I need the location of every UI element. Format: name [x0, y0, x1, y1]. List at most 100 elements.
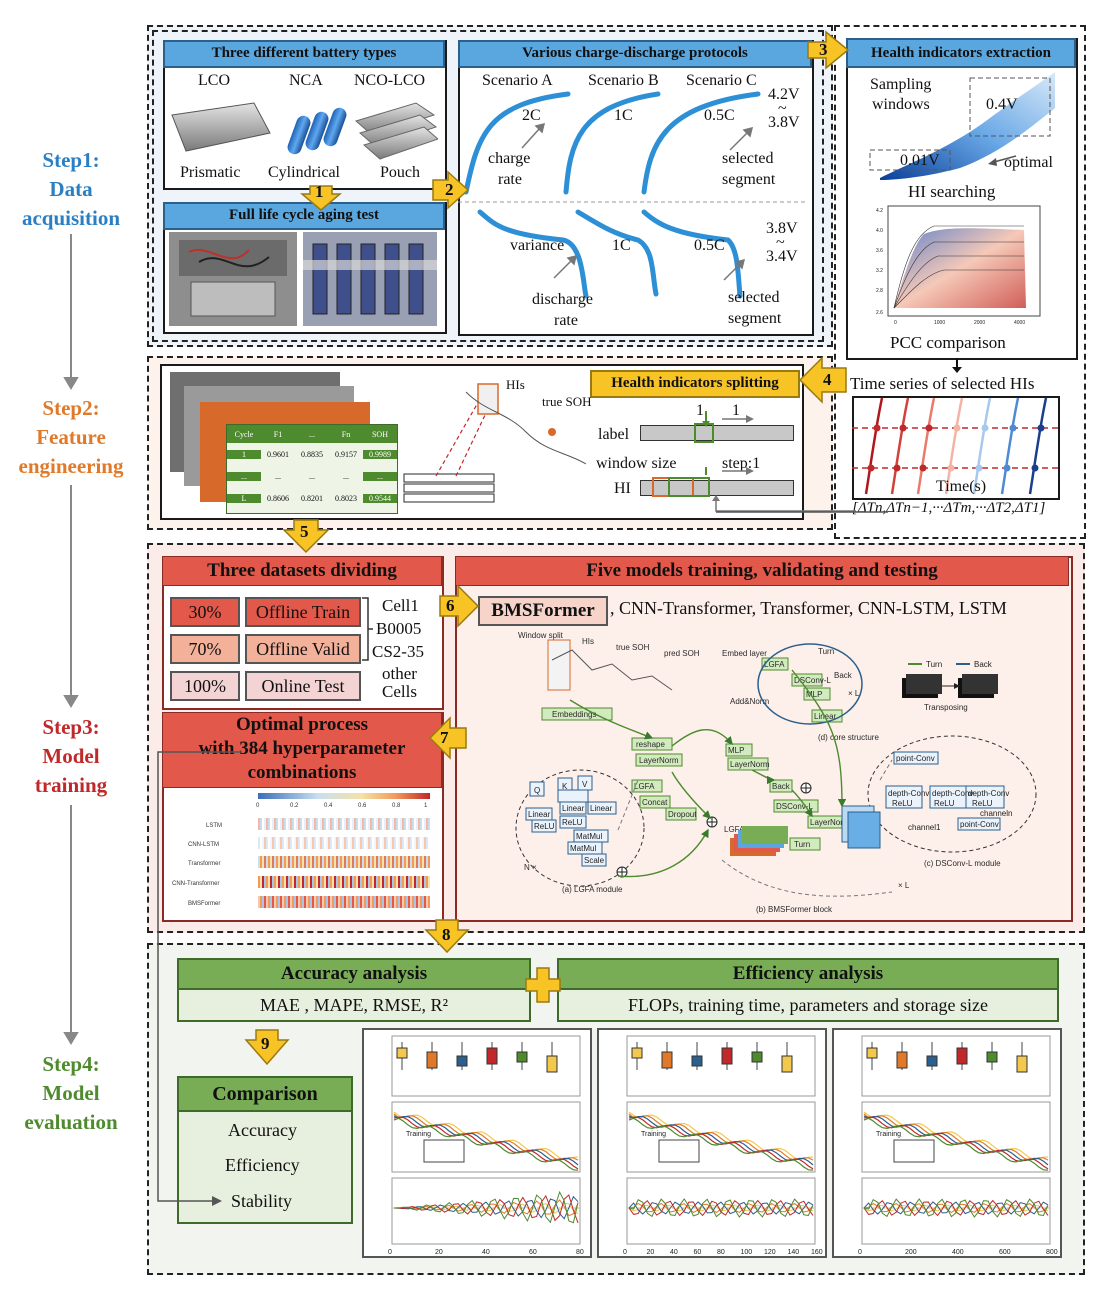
heatmap-cell [348, 896, 350, 908]
heatmap-cell [372, 856, 374, 868]
battery-form-cylindrical: Cylindrical [268, 164, 340, 181]
heatmap-cell [414, 837, 416, 849]
efficiency-header: Efficiency analysis [557, 958, 1059, 990]
heatmap-cell [326, 856, 328, 868]
heatmap-cell [326, 896, 328, 908]
dataset-pct-70: 70% [170, 634, 240, 664]
heatmap-cell [366, 856, 368, 868]
soh-series-line [393, 1111, 579, 1160]
heatmap-cell [360, 837, 362, 849]
selected-segment-1a: selected [722, 150, 774, 167]
heatmap-cell [282, 818, 284, 830]
heatmap-cell [310, 818, 312, 830]
heatmap-cell [392, 876, 394, 888]
heatmap-cell [416, 856, 418, 868]
heatmap-cell [316, 876, 318, 888]
heatmap-cell [424, 856, 426, 868]
badge-9: 9 [261, 1034, 270, 1053]
voltage-top-1: 4.2V [768, 86, 800, 103]
heatmap-cell [390, 896, 392, 908]
table-cell: ... [343, 471, 349, 481]
heatmap-cell [396, 896, 398, 908]
heatmap-cell [294, 856, 296, 868]
heatmap-cell [306, 896, 308, 908]
heatmap-cell [384, 837, 386, 849]
heatmap-cell [370, 856, 372, 868]
heatmap-cell [332, 856, 334, 868]
heatmap-cell [346, 837, 348, 849]
heatmap-cell [424, 818, 426, 830]
step2-label: Step2: Feature engineering [0, 394, 142, 481]
heatmap-cell [340, 856, 342, 868]
core-structure-label: (d) core structure [818, 733, 879, 742]
boxplot-box [926, 1055, 938, 1067]
heatmap-cell [318, 876, 320, 888]
table-cell: 0.8606 [267, 493, 289, 503]
scale-tick: 0.6 [358, 803, 367, 809]
soh-series-line [628, 1113, 814, 1161]
dropout-label: Dropout [668, 810, 697, 819]
channel1-label: channel1 [908, 823, 941, 832]
step3-line1: Step3: [42, 715, 100, 739]
heatmap-cell [394, 818, 396, 830]
x-tick-label: 60 [529, 1249, 537, 1256]
heatmap-cell [388, 856, 390, 868]
heatmap-cell [294, 837, 296, 849]
lgfa-label: LGFA [634, 782, 655, 791]
heatmap-cell [388, 876, 390, 888]
heatmap-cell [410, 876, 412, 888]
heatmap-cell [362, 896, 364, 908]
heatmap-cell [302, 856, 304, 868]
heatmap-cell [332, 876, 334, 888]
heatmap-cell [398, 818, 400, 830]
heatmap-cell [302, 837, 304, 849]
step3-label: Step3: Model training [0, 713, 142, 800]
step1-line3: acquisition [21, 206, 121, 230]
heatmap-cell [300, 818, 302, 830]
heatmap-cell [342, 837, 344, 849]
heatmap-cell [304, 856, 306, 868]
x-tick-label: 400 [952, 1249, 964, 1256]
heatmap-cell [308, 856, 310, 868]
heatmap-cell [380, 818, 382, 830]
split-header: Health indicators splitting [590, 370, 800, 398]
heatmap-cell [314, 896, 316, 908]
heatmap-cell [410, 896, 412, 908]
heatmap-cell [352, 818, 354, 830]
scale-tick: 0.4 [324, 803, 333, 809]
heatmap-cell [362, 856, 364, 868]
heatmap-cell [320, 818, 322, 830]
heatmap-cell [424, 837, 426, 849]
heatmap-cell [316, 896, 318, 908]
heatmap-cell [302, 896, 304, 908]
heatmap-cell [336, 876, 338, 888]
boxplot-box [691, 1055, 703, 1067]
scenario-b-label: Scenario B [588, 72, 659, 89]
heatmap-cell [392, 856, 394, 868]
heatmap-cell [262, 896, 264, 908]
dataset-other: other [382, 664, 417, 683]
soh-series-line [393, 1113, 579, 1161]
heatmap-cell [388, 896, 390, 908]
heatmap-cell [366, 896, 368, 908]
heatmap-cell [292, 856, 294, 868]
cylindrical-cell-image [287, 107, 347, 155]
protocol-curves [458, 91, 808, 299]
table-cell: ... [275, 471, 281, 481]
heatmap-cell [296, 876, 298, 888]
heatmap-cell [420, 856, 422, 868]
heatmap-cell [358, 837, 360, 849]
heatmap-cell [398, 837, 400, 849]
heatmap-cell [262, 837, 264, 849]
heatmap-cell [308, 896, 310, 908]
heatmap-cell [292, 876, 294, 888]
heatmap-cell [324, 876, 326, 888]
heatmap-cell [300, 896, 302, 908]
heatmap-cell [318, 818, 320, 830]
heatmap-row-label: CNN-LSTM [188, 842, 219, 848]
heatmap-cell [428, 856, 430, 868]
heatmap-cell [350, 876, 352, 888]
scenario-a-label: Scenario A [482, 72, 553, 89]
heatmap-cell [300, 876, 302, 888]
heatmap-cell [346, 856, 348, 868]
